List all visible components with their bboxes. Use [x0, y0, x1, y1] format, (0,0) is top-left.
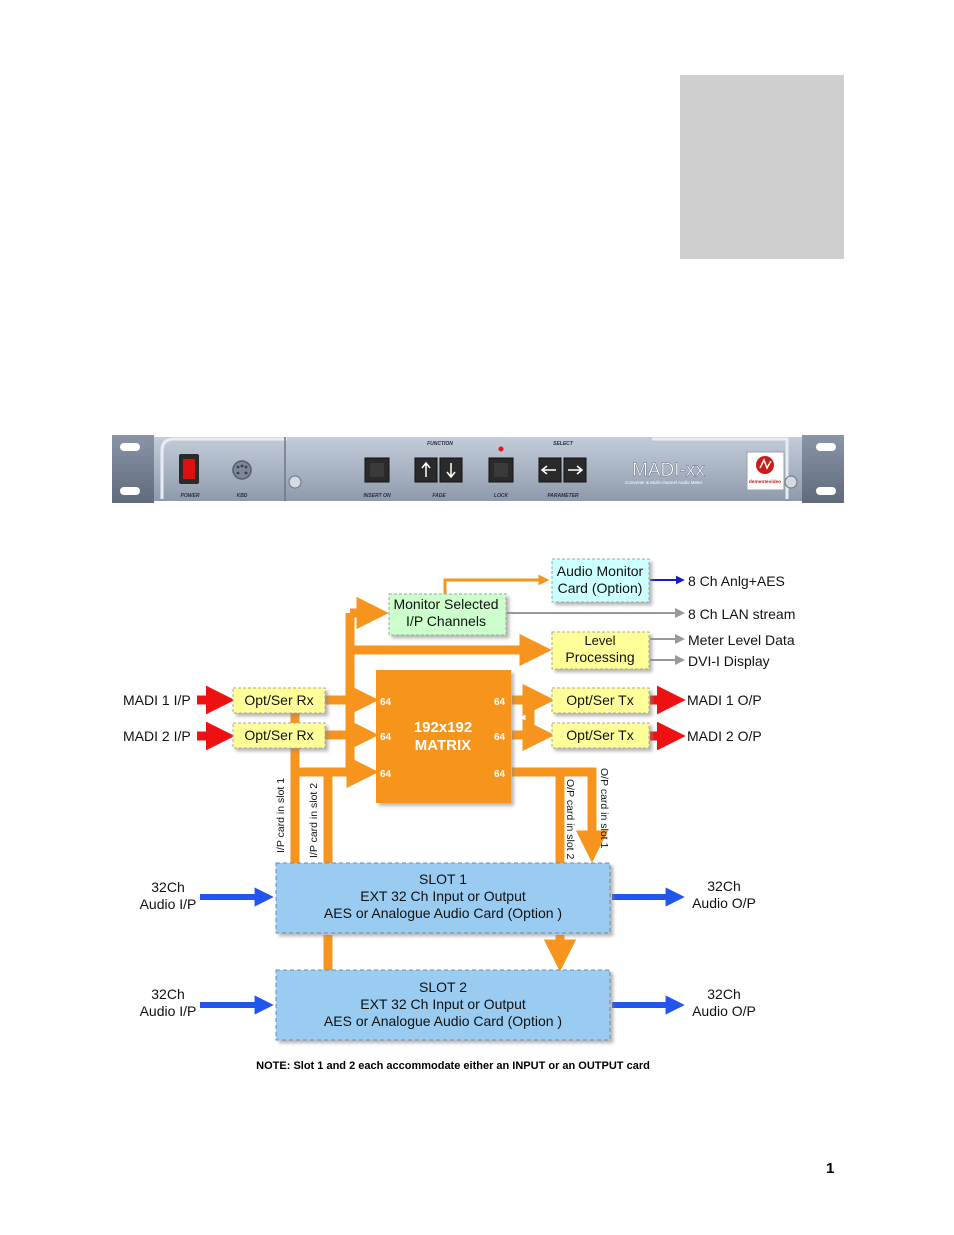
arrow-down-icon: [446, 463, 456, 479]
tx2-box: [551, 722, 650, 749]
slot1-line3: AES or Analogue Audio Card (Option ): [324, 905, 562, 921]
arrow-right-icon: [568, 465, 584, 475]
brand-logo-mark: [759, 458, 772, 470]
product-subtitle: Converter & Multi-channel Audio Meter: [625, 480, 703, 485]
select-label: SELECT: [553, 441, 574, 447]
rack-hole: [120, 487, 140, 495]
level-processing-line1: Level: [584, 633, 615, 648]
audio-monitor-line1: Audio Monitor: [557, 563, 644, 579]
insert-on-label: INSERT ON: [363, 493, 391, 499]
product-name: MADI-xx: [632, 460, 705, 481]
slot2-audio-out-line2: Audio O/P: [692, 1003, 756, 1019]
matrix-port-label: 64: [494, 697, 506, 708]
level-processing-box: [551, 631, 650, 670]
slot1-line2: EXT 32 Ch Input or Output: [360, 888, 526, 904]
brand-name: dementevideo: [749, 479, 781, 485]
matrix-title-line1: 192x192: [414, 719, 472, 736]
rx2-label: Opt/Ser Rx: [244, 727, 313, 743]
op-slot1-label: O/P card in slot 1: [598, 768, 610, 849]
kbd-connector[interactable]: [232, 460, 252, 480]
monitor-selected-box: [388, 593, 507, 636]
panel-screw: [288, 475, 302, 489]
ip-slot1-label: I/P card in slot 1: [275, 778, 287, 853]
slot2-title: SLOT 2: [419, 979, 467, 995]
kbd-pin: [244, 465, 248, 469]
tx1-box: [551, 687, 650, 714]
audio-monitor-line2: Card (Option): [558, 580, 643, 596]
power-switch-rocker: [183, 459, 195, 479]
lan-stream-label: 8 Ch LAN stream: [688, 606, 795, 622]
parameter-label: PARAMETER: [547, 493, 579, 499]
slot1-audio-in-line1: 32Ch: [151, 879, 184, 895]
monitor-selected-line1: Monitor Selected: [393, 596, 498, 612]
brand-logo-icon: [756, 456, 774, 474]
function-label: FUNCTION: [427, 441, 453, 447]
kbd-pin: [236, 465, 240, 469]
device-front-panel: POWER KBD FUNCTION SELECT INSERT ON FADE…: [112, 435, 844, 503]
arrow-left-icon: [540, 465, 556, 475]
anlg-aes-label: 8 Ch Anlg+AES: [688, 573, 785, 589]
madi2-in-label: MADI 2 I/P: [123, 728, 191, 744]
block-diagram: Audio Monitor Card (Option) Monitor Sele…: [123, 558, 795, 1041]
panel-face: [154, 437, 802, 501]
lock-led: [498, 446, 504, 452]
slot2-audio-in-line1: 32Ch: [151, 986, 184, 1002]
slot2-line3: AES or Analogue Audio Card (Option ): [324, 1013, 562, 1029]
madi2-out-label: MADI 2 O/P: [687, 728, 762, 744]
ip-slot2-label: I/P card in slot 2: [308, 783, 320, 858]
insert-on-button-face: [370, 463, 384, 477]
tx1-label: Opt/Ser Tx: [566, 692, 633, 708]
slot2-line2: EXT 32 Ch Input or Output: [360, 996, 526, 1012]
meter-data-label: Meter Level Data: [688, 632, 795, 648]
slot1-audio-out-line1: 32Ch: [707, 878, 740, 894]
rack-hole: [816, 443, 836, 451]
corner-gray-block: [680, 75, 844, 259]
lock-button-face: [494, 463, 508, 477]
matrix-port-label: 64: [494, 769, 506, 780]
panel-screw: [784, 475, 798, 489]
arrow-up-icon: [421, 461, 431, 477]
matrix-box: [376, 670, 511, 803]
rx2-box: [232, 722, 326, 749]
kbd-label: KBD: [237, 493, 248, 499]
panel-trim: [160, 437, 287, 499]
lock-label: LOCK: [494, 493, 509, 499]
slot2-audio-in-line2: Audio I/P: [140, 1003, 197, 1019]
op-slot2-label: O/P card in slot 2: [564, 779, 576, 860]
matrix-port-label: 64: [380, 732, 392, 743]
slot1-audio-out-line2: Audio O/P: [692, 895, 756, 911]
matrix-title-line2: MATRIX: [415, 737, 471, 754]
matrix-port-label: 64: [380, 769, 392, 780]
slot1-title: SLOT 1: [419, 871, 467, 887]
page-number: 1: [826, 1160, 835, 1177]
monitor-selected-line2: I/P Channels: [406, 613, 486, 629]
kbd-pin: [244, 471, 248, 475]
slot2-audio-out-line1: 32Ch: [707, 986, 740, 1002]
tx2-label: Opt/Ser Tx: [566, 727, 633, 743]
rx1-label: Opt/Ser Rx: [244, 692, 313, 708]
dvi-display-label: DVI-I Display: [688, 653, 770, 669]
rack-hole: [816, 487, 836, 495]
matrix-port-label: 64: [494, 732, 506, 743]
diagram-note: NOTE: Slot 1 and 2 each accommodate eith…: [256, 1060, 650, 1072]
fade-label: FADE: [432, 493, 446, 499]
slot1-audio-in-line2: Audio I/P: [140, 896, 197, 912]
slot2-box: [275, 969, 611, 1041]
audio-monitor-card-box: [551, 558, 650, 603]
matrix-port-label: 64: [380, 697, 392, 708]
rack-hole: [120, 443, 140, 451]
slot1-box: [275, 862, 611, 934]
kbd-pin: [236, 471, 240, 475]
kbd-pin: [240, 464, 244, 468]
power-label: POWER: [181, 493, 200, 499]
madi1-out-label: MADI 1 O/P: [687, 692, 762, 708]
rx1-box: [232, 687, 326, 714]
monitor-to-audio-card: [443, 574, 550, 594]
level-processing-line2: Processing: [565, 649, 634, 665]
op-slot1-bus: [512, 767, 609, 863]
madi1-in-label: MADI 1 I/P: [123, 692, 191, 708]
